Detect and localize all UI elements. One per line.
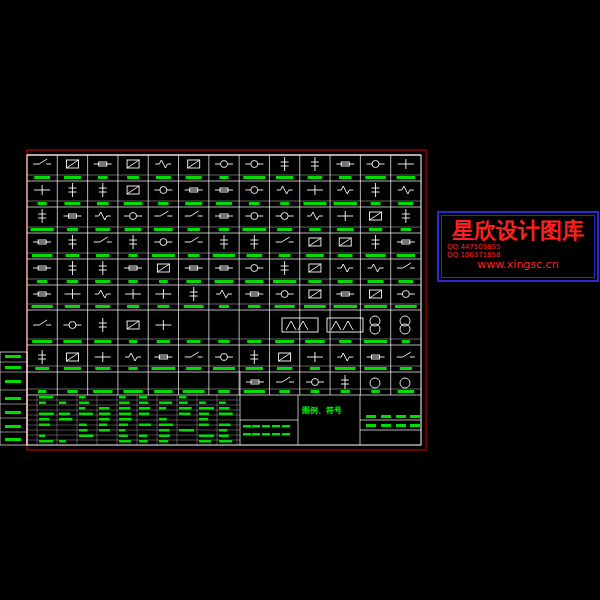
watermark-box: 星欣设计图库QQ:447505855QQ:106371858www.xingsc… (437, 211, 599, 282)
contact-text: QQ:106371858 (447, 251, 500, 259)
sheet-frame (27, 150, 426, 450)
electrical-symbols (33, 157, 415, 389)
table-border (27, 155, 421, 445)
title-block-text: 图例、符号 (301, 405, 343, 416)
contact-text: QQ:447505855 (447, 243, 500, 251)
website-text: www.xingsc.cn (477, 259, 558, 272)
symbol-grid (0, 155, 421, 445)
label-marks (5, 176, 420, 443)
watermark-title: 星欣设计图库 (452, 218, 584, 243)
